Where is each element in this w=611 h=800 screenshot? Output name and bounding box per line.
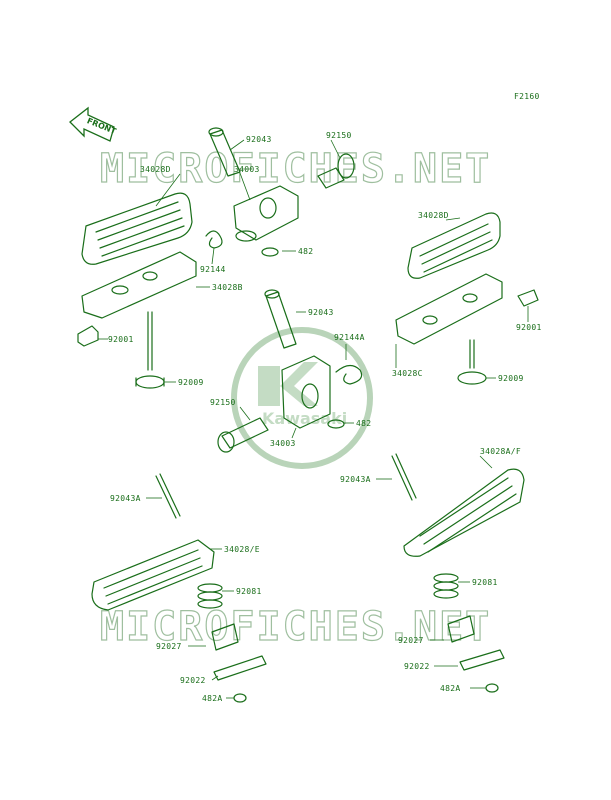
part-label: 92144A	[334, 333, 365, 342]
spring-92081-right	[433, 573, 459, 599]
footpeg-rear-left	[91, 539, 215, 611]
part-label: 34028B	[212, 283, 243, 292]
part-label: 92009	[498, 374, 524, 383]
watermark-top: MICROFICHES.NET	[100, 146, 491, 192]
pivot-pin-92150-middle	[217, 417, 269, 453]
bolt-92001-right	[517, 289, 539, 307]
plate-92022-right	[459, 649, 505, 671]
part-label: 482A	[440, 684, 460, 693]
clip-482a-left	[233, 693, 247, 703]
watermark-bottom: MICROFICHES.NET	[100, 604, 491, 650]
part-label: 92001	[108, 335, 134, 344]
washer-482-top	[261, 247, 279, 257]
part-label: 92022	[180, 676, 206, 685]
part-label: 92043	[308, 308, 334, 317]
clip-482a-right	[485, 683, 499, 693]
part-label: 482	[298, 247, 313, 256]
part-label: 92150	[210, 398, 236, 407]
part-label: 92043	[246, 135, 272, 144]
bolt-92001-left	[77, 325, 99, 347]
part-label: 92043A	[340, 475, 371, 484]
part-label: 92027	[156, 642, 182, 651]
pin-92043-middle	[264, 289, 297, 349]
front-arrow-icon: FRONT	[69, 106, 118, 142]
pin-92043a-left	[155, 473, 181, 519]
part-label: 92022	[404, 662, 430, 671]
spring-92144a-middle	[335, 364, 363, 385]
footpeg-rear-right	[403, 468, 525, 557]
part-label: 92144	[200, 265, 226, 274]
leader-lines	[98, 139, 529, 699]
part-label: 34028A/F	[480, 447, 521, 456]
spring-92144-top	[205, 230, 223, 249]
kawasaki-logo-text: Kawasaki	[262, 409, 347, 428]
kawasaki-logo: Kawasaki	[231, 327, 373, 469]
part-label: 34003	[270, 439, 296, 448]
part-label: 34003	[234, 165, 260, 174]
part-label: 92043A	[110, 494, 141, 503]
bolt-92009-left	[135, 311, 165, 389]
plate-92022-left	[213, 655, 267, 681]
spring-92081-left	[197, 583, 223, 609]
washer-482-middle	[327, 419, 345, 429]
detent-92027-left	[211, 623, 239, 651]
bracket-34003-top	[233, 185, 299, 242]
bolt-92009-right	[457, 339, 487, 385]
part-label: 34028C	[392, 369, 423, 378]
part-label: 92081	[236, 587, 262, 596]
bracket-34003-middle	[281, 355, 331, 429]
part-label: 34028/E	[224, 545, 260, 554]
footpeg-bracket-front-right	[395, 273, 503, 345]
footpeg-rubber-front-right	[407, 212, 501, 279]
part-label: 92027	[398, 636, 424, 645]
part-label: 92001	[516, 323, 542, 332]
part-label: 92009	[178, 378, 204, 387]
part-label: 92150	[326, 131, 352, 140]
part-label: 482	[356, 419, 371, 428]
footpeg-rubber-front-left	[81, 192, 193, 265]
detent-92027-right	[447, 615, 475, 643]
part-label: 34028D	[140, 165, 171, 174]
part-label: 482A	[202, 694, 222, 703]
part-label: 34028D	[418, 211, 449, 220]
footpeg-bracket-front-left	[81, 251, 197, 319]
figure-code: F2160	[514, 92, 540, 101]
part-label: 92081	[472, 578, 498, 587]
pin-92043a-right	[391, 453, 417, 501]
pivot-pin-92150-top	[317, 153, 355, 189]
pin-92043-top	[208, 127, 241, 177]
